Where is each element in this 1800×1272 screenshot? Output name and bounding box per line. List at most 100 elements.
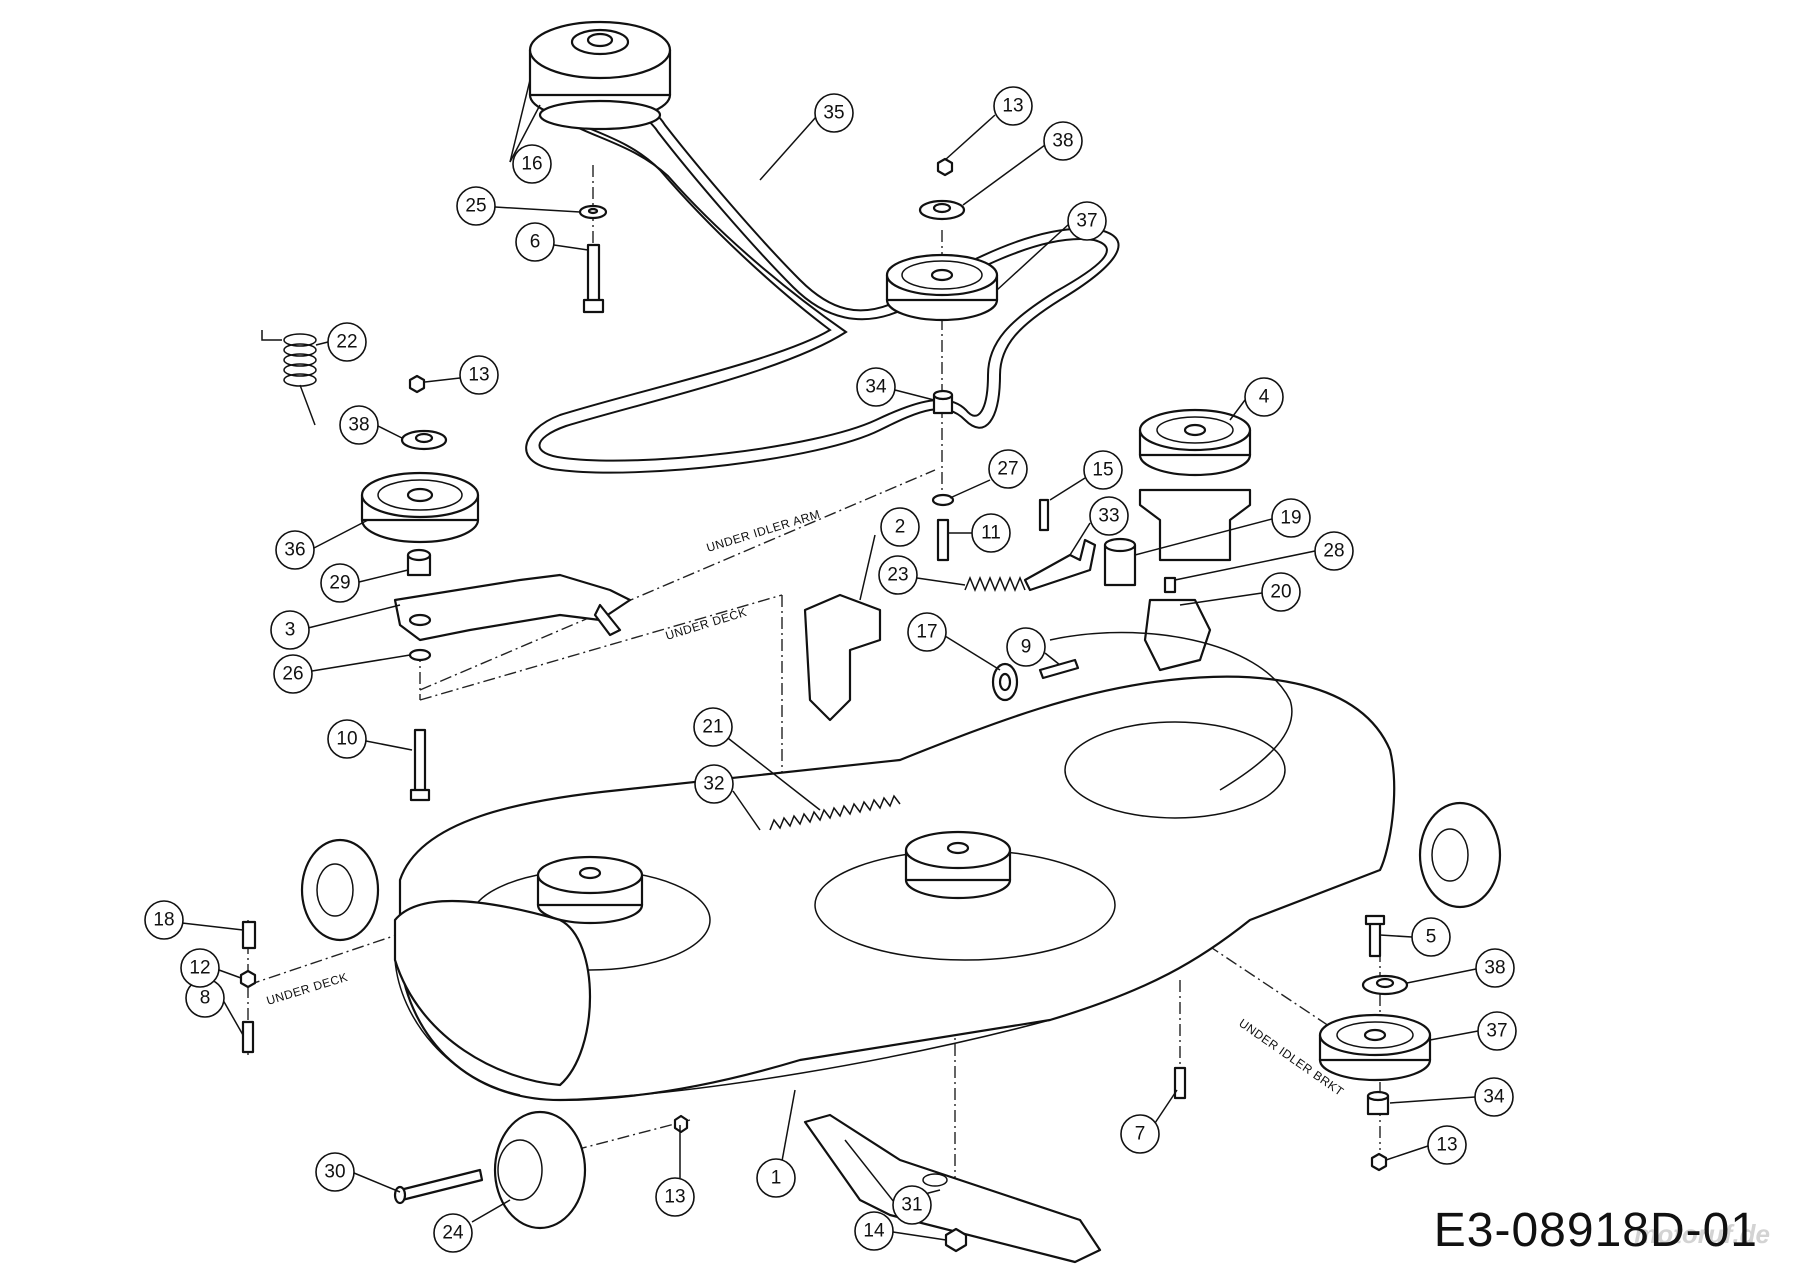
bolt-6 — [582, 243, 605, 314]
svg-text:23: 23 — [887, 565, 908, 586]
washer-26 — [408, 648, 432, 662]
svg-text:27: 27 — [997, 459, 1018, 480]
callout-13c: 13 — [655, 1177, 695, 1217]
svg-text:21: 21 — [702, 717, 723, 738]
callout-33: 33 — [1089, 496, 1129, 536]
callout-15: 15 — [1083, 450, 1123, 490]
svg-text:20: 20 — [1270, 582, 1291, 603]
nut-12 — [239, 969, 257, 989]
callout-7: 7 — [1120, 1114, 1160, 1154]
callout-6: 6 — [515, 222, 555, 262]
note-under-idler-arm: UNDER IDLER ARM — [705, 507, 822, 555]
nut-14 — [944, 1227, 968, 1253]
callout-19: 19 — [1271, 498, 1311, 538]
callout-37b: 37 — [1477, 1011, 1517, 1051]
callout-34a: 34 — [856, 367, 896, 407]
bushing-19 — [1103, 537, 1137, 587]
svg-text:37: 37 — [1076, 211, 1097, 232]
svg-text:6: 6 — [530, 232, 541, 253]
svg-text:29: 29 — [329, 573, 350, 594]
watermark-logo: motoruf.de — [1634, 1219, 1770, 1249]
callout-17: 17 — [907, 612, 947, 652]
electric-clutch — [528, 20, 672, 131]
svg-text:7: 7 — [1135, 1124, 1146, 1145]
bolt-5 — [1364, 914, 1386, 958]
callout-34b: 34 — [1474, 1077, 1514, 1117]
callout-32: 32 — [694, 764, 734, 804]
anti-scalp-wheel-left — [300, 838, 380, 942]
anti-scalp-wheel-right — [1418, 801, 1502, 909]
svg-text:13: 13 — [1002, 96, 1023, 117]
svg-text:38: 38 — [348, 415, 369, 436]
idler-pulley-17 — [991, 662, 1019, 702]
svg-text:16: 16 — [521, 154, 542, 175]
bolt-8 — [241, 1020, 255, 1054]
pin-15 — [1038, 498, 1050, 532]
extension-spring-21 — [769, 794, 901, 831]
svg-text:8: 8 — [200, 988, 211, 1009]
svg-text:25: 25 — [465, 196, 486, 217]
bolt-10 — [409, 728, 431, 802]
callout-22: 22 — [327, 322, 367, 362]
callout-23: 23 — [878, 555, 918, 595]
idler-pulley-left — [360, 374, 480, 544]
callout-13b: 13 — [459, 355, 499, 395]
callout-38a: 38 — [1043, 121, 1083, 161]
callout-16: 16 — [512, 144, 552, 184]
callout-20: 20 — [1261, 572, 1301, 612]
svg-text:33: 33 — [1098, 506, 1119, 527]
rod-33 — [1023, 538, 1097, 592]
svg-text:15: 15 — [1092, 460, 1113, 481]
idler-arm-3 — [393, 573, 632, 642]
svg-text:30: 30 — [324, 1162, 345, 1183]
callout-28: 28 — [1314, 531, 1354, 571]
callout-38c: 38 — [1475, 948, 1515, 988]
svg-text:19: 19 — [1280, 508, 1301, 529]
callout-36: 36 — [275, 530, 315, 570]
svg-text:2: 2 — [895, 517, 906, 538]
svg-text:26: 26 — [282, 664, 303, 685]
pin-9 — [1038, 658, 1080, 680]
washer-25 — [578, 204, 608, 220]
callout-35: 35 — [814, 93, 854, 133]
deck-spindle-left — [536, 855, 644, 925]
callout-25: 25 — [456, 186, 496, 226]
spacer-29 — [406, 548, 432, 577]
callout-18: 18 — [144, 900, 184, 940]
svg-text:28: 28 — [1323, 541, 1344, 562]
washer-27 — [931, 493, 955, 507]
svg-text:35: 35 — [823, 103, 844, 124]
svg-text:32: 32 — [703, 774, 724, 795]
svg-text:34: 34 — [1483, 1087, 1505, 1108]
spindle-housing-20 — [1143, 598, 1212, 672]
nut-13-right — [1370, 1152, 1388, 1172]
callout-13d: 13 — [1427, 1125, 1467, 1165]
idler-pulley-37-right — [1318, 1013, 1432, 1082]
diagram-code: E3-08918D-01 — [1433, 1204, 1758, 1257]
svg-text:14: 14 — [863, 1221, 885, 1242]
svg-text:37: 37 — [1486, 1021, 1507, 1042]
svg-text:3: 3 — [285, 620, 296, 641]
svg-text:13: 13 — [468, 365, 489, 386]
svg-text:36: 36 — [284, 540, 305, 561]
spacer-34-right — [1366, 1090, 1390, 1116]
callout-31: 31 — [892, 1185, 932, 1225]
bolt-7 — [1173, 1066, 1187, 1100]
callout-21: 21 — [693, 707, 733, 747]
callouts: 1 2 3 4 5 6 7 8 9 10 11 12 13 — [144, 79, 1517, 1253]
callout-38b: 38 — [339, 405, 379, 445]
callout-5: 5 — [1411, 917, 1451, 957]
svg-text:24: 24 — [442, 1223, 464, 1244]
drive-belt — [525, 87, 1120, 474]
svg-text:31: 31 — [901, 1195, 922, 1216]
callout-14: 14 — [854, 1211, 894, 1251]
svg-text:38: 38 — [1052, 131, 1073, 152]
callout-3: 3 — [270, 610, 310, 650]
nut-13-bottom — [673, 1114, 689, 1134]
svg-text:5: 5 — [1426, 927, 1437, 948]
callout-24: 24 — [433, 1213, 473, 1253]
svg-text:22: 22 — [336, 332, 357, 353]
callout-2: 2 — [880, 507, 920, 547]
callout-9: 9 — [1006, 627, 1046, 667]
